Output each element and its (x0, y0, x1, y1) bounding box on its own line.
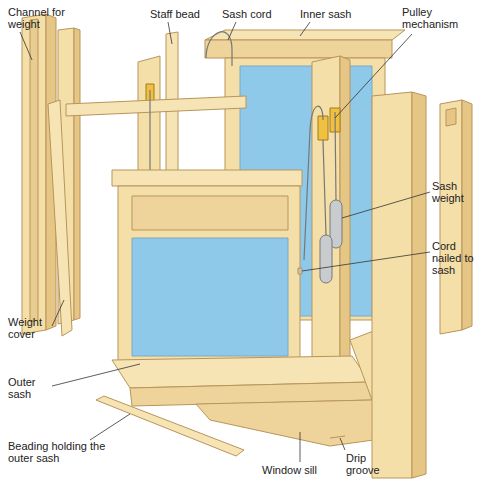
channel-board-side (462, 100, 472, 330)
leader-line (300, 22, 310, 36)
outer-beading (96, 396, 244, 456)
leader-line (340, 438, 345, 450)
frame-head-top (205, 30, 405, 40)
part-label: Channel for weight (8, 6, 70, 30)
leader-line (52, 364, 140, 386)
pulley-board-side (412, 92, 426, 478)
sash-cord (206, 32, 232, 66)
channel-board (440, 100, 462, 334)
part-label: Window sill (262, 464, 342, 476)
leader-line (90, 414, 130, 440)
part-label: Weight cover (8, 316, 58, 340)
outer-sash-top-rail (132, 196, 288, 230)
part-label: Outer sash (8, 376, 58, 400)
part-label: Pulley mechanism (402, 6, 466, 30)
part-label: Staff bead (150, 8, 222, 20)
sash-cord (304, 106, 323, 260)
outer-sash-glass (132, 238, 288, 356)
leader-line (20, 32, 32, 60)
part-label: Sash cord (222, 8, 294, 20)
drip-groove (330, 436, 345, 438)
channel-board (22, 14, 46, 334)
leader-line (52, 300, 64, 326)
sash-cord (149, 90, 150, 170)
parting-bead (66, 96, 246, 116)
leader-line (300, 432, 301, 462)
part-label: Cord nailed to sash (432, 240, 480, 276)
part-label: Drip groove (346, 452, 394, 476)
part-label: Inner sash (300, 8, 372, 20)
channel-board-side (74, 28, 80, 320)
leader-line (335, 34, 412, 118)
part-label: Beading holding the outer sash (8, 440, 133, 464)
cord-nail (298, 268, 302, 274)
sill-slope (196, 400, 392, 446)
frame-head (205, 40, 392, 58)
weight-channel (30, 19, 38, 322)
outer-sash-meeting-rail (112, 170, 302, 186)
leader-line (228, 22, 236, 40)
sash-cord (323, 140, 326, 235)
outer-sash-frame (118, 186, 300, 366)
sash-weight (320, 235, 332, 283)
sash-cord (335, 112, 336, 200)
leader-line (168, 22, 172, 44)
pulley-board (372, 92, 412, 478)
board-notch (446, 108, 456, 126)
leader-line (342, 192, 430, 218)
weight-cover (48, 100, 72, 336)
part-label: Sash weight (432, 180, 480, 204)
leader-line (302, 252, 430, 271)
